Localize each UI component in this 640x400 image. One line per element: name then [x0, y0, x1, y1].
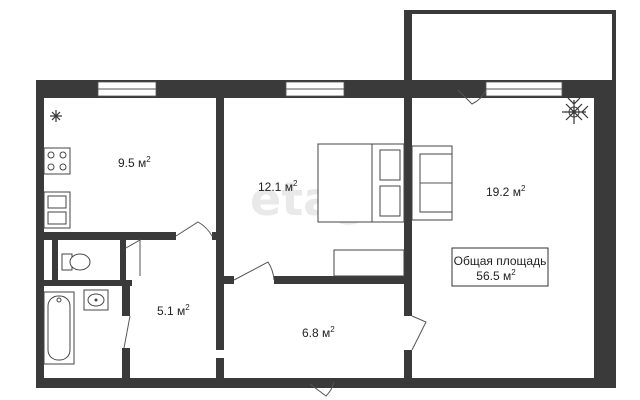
total-area-box: Общая площадь 56.5 м2	[451, 247, 549, 287]
room-labels: 9.5 м2 12.1 м2 19.2 м2 5.1 м2 6.8 м2	[118, 155, 526, 340]
plant-icon	[562, 97, 589, 124]
toilet-icon	[61, 253, 91, 271]
washbasin-icon	[83, 289, 109, 311]
total-area-value: 56.5 м2	[476, 268, 516, 283]
windows	[97, 81, 563, 97]
kitchen-fixtures	[43, 110, 71, 229]
bathroom-fixtures	[43, 253, 109, 365]
stove-icon	[43, 147, 71, 175]
interior-walls	[44, 98, 412, 388]
bedroom-area-label: 12.1 м2	[258, 179, 298, 194]
sofa-icon	[411, 145, 453, 221]
hallway-area-label: 6.8 м2	[302, 325, 335, 340]
bathtub-icon	[43, 291, 75, 365]
living-furniture	[411, 97, 589, 221]
doors	[123, 89, 487, 397]
bed-icon	[317, 143, 405, 223]
fan-icon	[50, 110, 62, 122]
total-area-title: Общая площадь	[454, 254, 547, 268]
kitchen-area-label: 9.5 м2	[118, 155, 151, 170]
bathroom-area-label: 5.1 м2	[157, 303, 190, 318]
living-area-label: 19.2 м2	[486, 184, 526, 199]
bedroom-furniture	[317, 143, 405, 277]
wardrobe-icon	[333, 249, 405, 277]
